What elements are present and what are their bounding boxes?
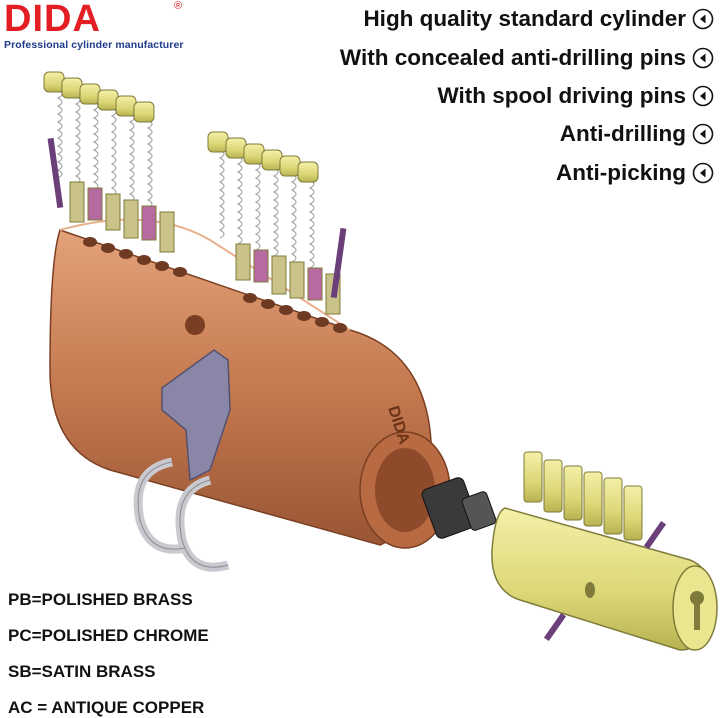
- cylinder-body: DIDA: [49, 218, 451, 549]
- feature-item: With concealed anti-drilling pins: [244, 38, 714, 76]
- feature-label: High quality standard cylinder: [363, 6, 686, 32]
- cam: [161, 349, 231, 482]
- driver-pins-left: [69, 181, 175, 253]
- feature-label: With spool driving pins: [437, 82, 686, 108]
- brand-logo: DIDA ® Professional cylinder manufacture…: [4, 0, 190, 56]
- feature-label: With concealed anti-drilling pins: [339, 44, 686, 70]
- coupling: [421, 477, 497, 539]
- registered-mark: ®: [174, 0, 183, 12]
- feature-label: Anti-picking: [556, 159, 686, 185]
- springs-middle: [218, 149, 315, 269]
- feature-item: Anti-drilling: [244, 115, 714, 153]
- feature-list: High quality standard cylinder With conc…: [244, 0, 714, 192]
- circle-left-arrow-icon: [692, 85, 714, 107]
- finish-item: PC=POLISHED CHROME: [8, 626, 209, 645]
- springs-left: [56, 89, 153, 209]
- plug: [491, 507, 718, 651]
- circle-left-arrow-icon: [692, 47, 714, 68]
- finish-item: SB=SATIN BRASS: [8, 662, 156, 681]
- brand-tagline: Professional cylinder manufacturer: [4, 39, 184, 51]
- circle-left-arrow-icon: [692, 162, 714, 184]
- feature-label: Anti-drilling: [559, 121, 686, 147]
- body-pin-holes: [83, 237, 347, 333]
- finish-item: PB=POLISHED BRASS: [8, 590, 193, 609]
- driver-pins-middle: [235, 243, 341, 315]
- circle-left-arrow-icon: [692, 8, 714, 30]
- pin-caps-left: [43, 71, 155, 123]
- circle-left-arrow-icon: [692, 124, 714, 145]
- finish-legend: PB=POLISHED BRASS PC=POLISHED CHROME SB=…: [8, 582, 308, 718]
- feature-item: Anti-picking: [244, 154, 714, 192]
- feature-item: With spool driving pins: [244, 77, 714, 115]
- plug-pins: [523, 451, 643, 541]
- anti-drill-rods: [47, 137, 347, 299]
- logo-wordmark: DIDA: [4, 0, 101, 40]
- finish-item: AC = ANTIQUE COPPER: [8, 698, 205, 717]
- pin-caps-middle: [207, 131, 319, 183]
- feature-item: High quality standard cylinder: [244, 0, 714, 38]
